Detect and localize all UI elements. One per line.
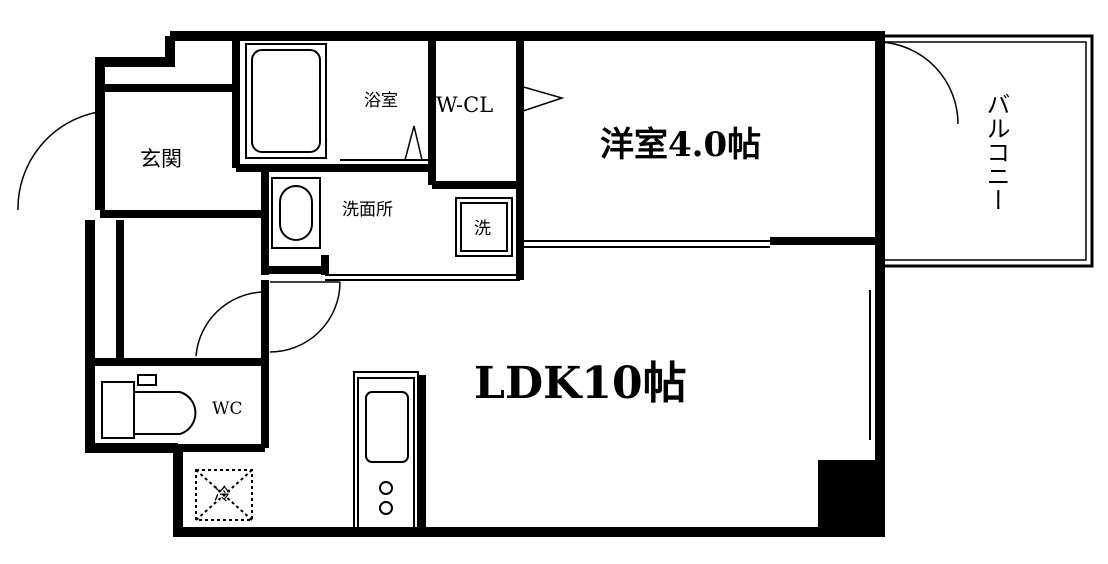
label-toilet: WC bbox=[212, 399, 242, 419]
label-washroom: 洗面所 bbox=[342, 200, 393, 220]
label-ldk: LDK10帖 bbox=[474, 358, 687, 409]
fridge-icon bbox=[195, 469, 253, 521]
fixtures bbox=[101, 43, 513, 533]
wcl-door-icon bbox=[519, 85, 565, 113]
stove-burner-icon bbox=[379, 481, 393, 495]
toilet-icon bbox=[101, 381, 135, 439]
label-western-room: 洋室4.0帖 bbox=[600, 125, 761, 165]
doors bbox=[17, 41, 959, 357]
washing-machine-icon bbox=[455, 197, 513, 257]
balcony-door-swing bbox=[879, 41, 959, 125]
structural-pillar bbox=[818, 460, 880, 536]
label-walk-in-closet: W-CL bbox=[436, 93, 493, 117]
label-balcony: バルコニー bbox=[982, 92, 1010, 212]
label-bathroom: 浴室 bbox=[364, 91, 398, 111]
balcony-outline bbox=[880, 34, 1094, 268]
label-washer: 洗 bbox=[474, 219, 491, 239]
bath-door-icon bbox=[404, 125, 423, 161]
hall-door bbox=[195, 291, 263, 357]
bathtub-icon bbox=[245, 43, 327, 159]
interior-walls bbox=[90, 36, 880, 532]
label-entrance: 玄関 bbox=[140, 147, 182, 171]
kitchen-sink-icon bbox=[365, 391, 409, 463]
wash-basin-icon bbox=[271, 177, 321, 249]
entrance-door-swing bbox=[17, 111, 99, 211]
kitchen-counter bbox=[353, 371, 419, 533]
label-fridge: 冷 bbox=[214, 485, 231, 505]
